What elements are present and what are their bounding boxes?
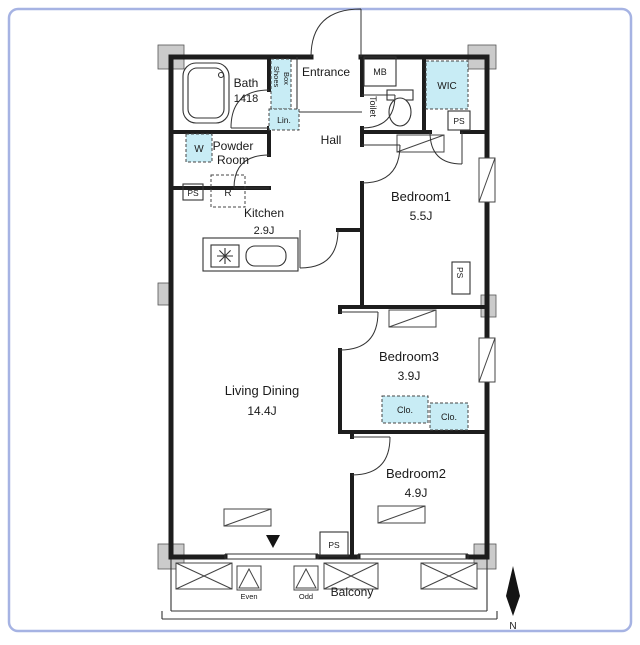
even-label: Even — [240, 592, 257, 601]
ps-left-label: PS — [187, 188, 199, 198]
bath-label: Bath — [234, 76, 259, 90]
balcony-windows — [224, 553, 469, 560]
fridge-label: R — [224, 188, 231, 199]
kitchen-label: Kitchen — [244, 206, 284, 220]
powder-door-arc — [233, 154, 270, 189]
ps-box-right — [451, 261, 471, 295]
north-label: N — [509, 621, 516, 632]
powder-room-label-2: Room — [217, 153, 249, 167]
entrance-door-arc — [310, 8, 362, 58]
toilet-door-arc — [361, 94, 396, 129]
ps-box-bottom — [319, 531, 349, 557]
fixtures — [182, 62, 414, 272]
washer-space — [185, 133, 213, 163]
bedroom2-size-label: 4.9J — [405, 486, 428, 500]
beam-diag — [396, 134, 445, 153]
bedroom2-label: Bedroom2 — [386, 466, 446, 481]
living-label: Living Dining — [225, 383, 299, 398]
bathtub-inner — [187, 67, 225, 119]
bedroom3-door-arc — [339, 311, 379, 351]
bedroom1-door-arc — [361, 144, 401, 184]
beams — [223, 134, 445, 527]
bath-faucet-icon — [217, 71, 225, 79]
closet-b — [429, 402, 469, 431]
living-door-arc — [299, 229, 339, 269]
hall-label: Hall — [321, 133, 342, 147]
closet-a — [381, 395, 429, 424]
closets — [185, 58, 469, 431]
kitchen-size-label: 2.9J — [254, 225, 275, 237]
bath-dim-label: 1418 — [234, 93, 258, 105]
ps-box-left — [182, 183, 204, 201]
meter-box — [363, 56, 397, 87]
wall-shafts — [478, 157, 496, 383]
shoes-box-label-1: Shoes — [272, 66, 281, 88]
wic-label: WIC — [437, 81, 456, 92]
wic-closet — [425, 60, 469, 110]
washer-label: W — [194, 144, 204, 155]
odd-hatch-triangle — [295, 567, 317, 589]
fridge-space — [210, 174, 246, 208]
balcony-outline — [161, 557, 498, 620]
page-frame — [7, 7, 633, 633]
bedroom2-door-arc — [351, 436, 391, 476]
bedroom1-label: Bedroom1 — [391, 189, 451, 204]
entrance-label: Entrance — [302, 65, 350, 79]
toilet-label: Toilet — [368, 96, 378, 118]
ps-toilet-label: PS — [453, 116, 465, 126]
hatch-panel-x — [323, 562, 379, 590]
closet-b-label: Clo. — [441, 412, 457, 422]
balcony-hatch-panels — [175, 562, 478, 590]
bath-door-arc — [230, 89, 270, 129]
ps-bottom-label: PS — [328, 540, 340, 550]
wic-door-arc — [429, 131, 463, 165]
sink-icon — [245, 245, 287, 267]
shaft-diag — [478, 157, 496, 203]
mb-label: MB — [373, 67, 387, 77]
north-arrow-icon — [506, 566, 520, 616]
bedroom3-size-label: 3.9J — [398, 369, 421, 383]
hatch-panel-x — [175, 562, 233, 590]
odd-label: Odd — [299, 592, 313, 601]
interior-walls — [169, 55, 489, 559]
evacuation-hatches — [236, 565, 319, 591]
beam-diag — [377, 505, 426, 524]
shaft-diag — [478, 337, 496, 383]
ps-box-toilet — [447, 110, 471, 131]
door-swings — [230, 8, 463, 476]
living-size-label: 14.4J — [247, 404, 276, 418]
ps-right-label: PS — [455, 267, 465, 279]
bedroom1-size-label: 5.5J — [410, 209, 433, 223]
linen-closet — [268, 108, 300, 131]
linen-label: Lin. — [277, 115, 291, 125]
closet-a-label: Clo. — [397, 405, 413, 415]
balcony-access-marker — [266, 535, 280, 548]
hatch-panel-x — [420, 562, 478, 590]
beam-diag — [388, 309, 437, 328]
stove-burner-icon — [217, 248, 233, 264]
shoes-box-label-2: Box — [282, 72, 291, 85]
even-hatch-triangle — [238, 567, 260, 589]
beam-diag — [223, 508, 272, 527]
bedroom3-label: Bedroom3 — [379, 349, 439, 364]
balcony-label: Balcony — [331, 585, 374, 599]
powder-room-label-1: Powder — [213, 139, 254, 153]
